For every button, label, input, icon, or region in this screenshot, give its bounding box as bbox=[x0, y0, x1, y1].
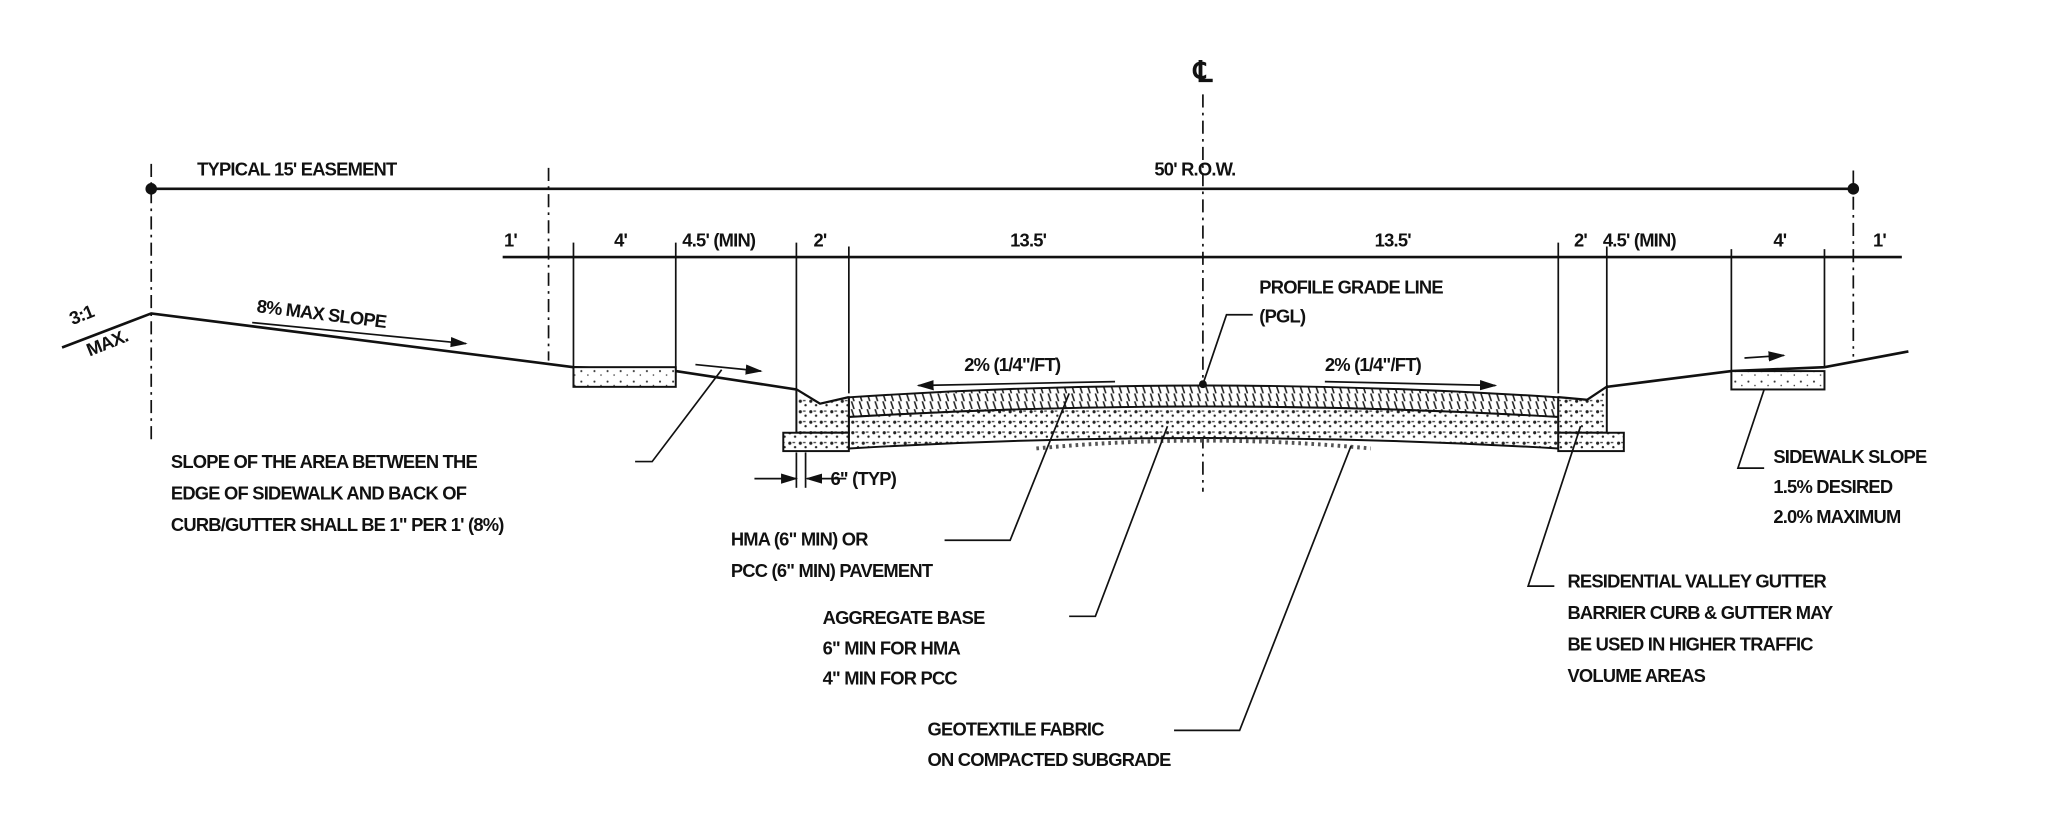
leader-line bbox=[635, 369, 723, 463]
pgl-label-line1: PROFILE GRADE LINE bbox=[1259, 277, 1443, 298]
aggregate-callout: AGGREGATE BASE 6" MIN FOR HMA 4" MIN FOR… bbox=[823, 425, 1169, 689]
callout-line: HMA (6" MIN) OR bbox=[731, 529, 868, 550]
geotextile-callout: GEOTEXTILE FABRIC ON COMPACTED SUBGRADE bbox=[928, 445, 1352, 770]
right-sidewalk bbox=[1730, 370, 1826, 391]
leader-line bbox=[1069, 425, 1169, 618]
leader-line bbox=[1526, 425, 1582, 588]
callout-line: PCC (6" MIN) PAVEMENT bbox=[731, 560, 934, 581]
sidewalk-slope-arrow bbox=[1744, 351, 1786, 362]
pavement-callout: HMA (6" MIN) OR PCC (6" MIN) PAVEMENT bbox=[731, 393, 1070, 581]
segment-ticks bbox=[572, 242, 1826, 394]
callout-line: SLOPE OF THE AREA BETWEEN THE bbox=[171, 451, 478, 472]
callout-line: GEOTEXTILE FABRIC bbox=[928, 719, 1105, 740]
side-slope-ratio: 3:1 bbox=[66, 300, 97, 329]
callout-line: BARRIER CURB & GUTTER MAY bbox=[1567, 602, 1833, 623]
dim-1ft-left: 1' bbox=[504, 230, 517, 251]
leader-line bbox=[1736, 389, 1765, 469]
leader-line bbox=[1174, 445, 1352, 732]
callout-line: RESIDENTIAL VALLEY GUTTER bbox=[1567, 570, 1826, 591]
callout-line: AGGREGATE BASE bbox=[823, 607, 985, 628]
callout-line: VOLUME AREAS bbox=[1567, 665, 1705, 686]
dim-13.5ft-right: 13.5' bbox=[1375, 230, 1412, 251]
callout-line: 6" MIN FOR HMA bbox=[823, 637, 961, 658]
left-cross-slope-arrow bbox=[916, 380, 1116, 391]
max-slope-arrow bbox=[252, 321, 468, 348]
area-slope-arrow bbox=[695, 363, 763, 375]
left-curb-base bbox=[782, 431, 850, 453]
left-curb-gutter bbox=[795, 387, 850, 434]
curb-width-label: 6" (TYP) bbox=[830, 468, 896, 489]
pgl-label-line2: (PGL) bbox=[1259, 306, 1306, 327]
easement-label: TYPICAL 15' EASEMENT bbox=[197, 159, 398, 180]
geotextile-fabric bbox=[1036, 438, 1371, 451]
dim-4.5ft-left: 4.5' (MIN) bbox=[682, 230, 756, 251]
right-curb-gutter bbox=[1557, 385, 1608, 434]
valley-gutter-callout: RESIDENTIAL VALLEY GUTTER BARRIER CURB &… bbox=[1526, 425, 1834, 686]
dim-2ft-left: 2' bbox=[813, 230, 826, 251]
centerline-symbol: ℄ bbox=[1192, 56, 1213, 88]
left-sidewalk bbox=[572, 366, 677, 388]
dim-2ft-right: 2' bbox=[1574, 230, 1587, 251]
dim-4ft-right: 4' bbox=[1773, 230, 1786, 251]
right-curb-base bbox=[1557, 431, 1625, 453]
callout-line: CURB/GUTTER SHALL BE 1" PER 1' (8%) bbox=[171, 514, 504, 535]
dim-1ft-right: 1' bbox=[1873, 230, 1886, 251]
right-cross-slope-label: 2% (1/4"/FT) bbox=[1325, 354, 1422, 375]
callout-line: 4" MIN FOR PCC bbox=[823, 668, 958, 689]
callout-line: BE USED IN HIGHER TRAFFIC bbox=[1567, 633, 1813, 654]
leader-line bbox=[944, 393, 1070, 542]
right-cross-slope-arrow bbox=[1324, 380, 1498, 391]
sidewalk-slope-callout: SIDEWALK SLOPE 1.5% DESIRED 2.0% MAXIMUM bbox=[1736, 389, 1928, 527]
left-ground-line bbox=[61, 312, 850, 406]
row-label: 50' R.O.W. bbox=[1154, 159, 1235, 180]
callout-line: ON COMPACTED SUBGRADE bbox=[928, 749, 1172, 770]
dim-4ft-left: 4' bbox=[614, 230, 627, 251]
callout-line: 2.0% MAXIMUM bbox=[1773, 506, 1901, 527]
pgl-leader bbox=[1202, 313, 1253, 385]
dim-4.5ft-right: 4.5' (MIN) bbox=[1603, 230, 1677, 251]
area-slope-callout: SLOPE OF THE AREA BETWEEN THE EDGE OF SI… bbox=[171, 369, 723, 535]
side-slope-max: MAX. bbox=[83, 325, 130, 360]
max-slope-label: 8% MAX SLOPE bbox=[256, 295, 388, 332]
left-cross-slope-label: 2% (1/4"/FT) bbox=[964, 354, 1061, 375]
callout-line: SIDEWALK SLOPE bbox=[1773, 446, 1927, 467]
callout-line: EDGE OF SIDEWALK AND BACK OF bbox=[171, 483, 467, 504]
dim-13.5ft-left: 13.5' bbox=[1010, 230, 1047, 251]
callout-line: 1.5% DESIRED bbox=[1773, 476, 1893, 497]
